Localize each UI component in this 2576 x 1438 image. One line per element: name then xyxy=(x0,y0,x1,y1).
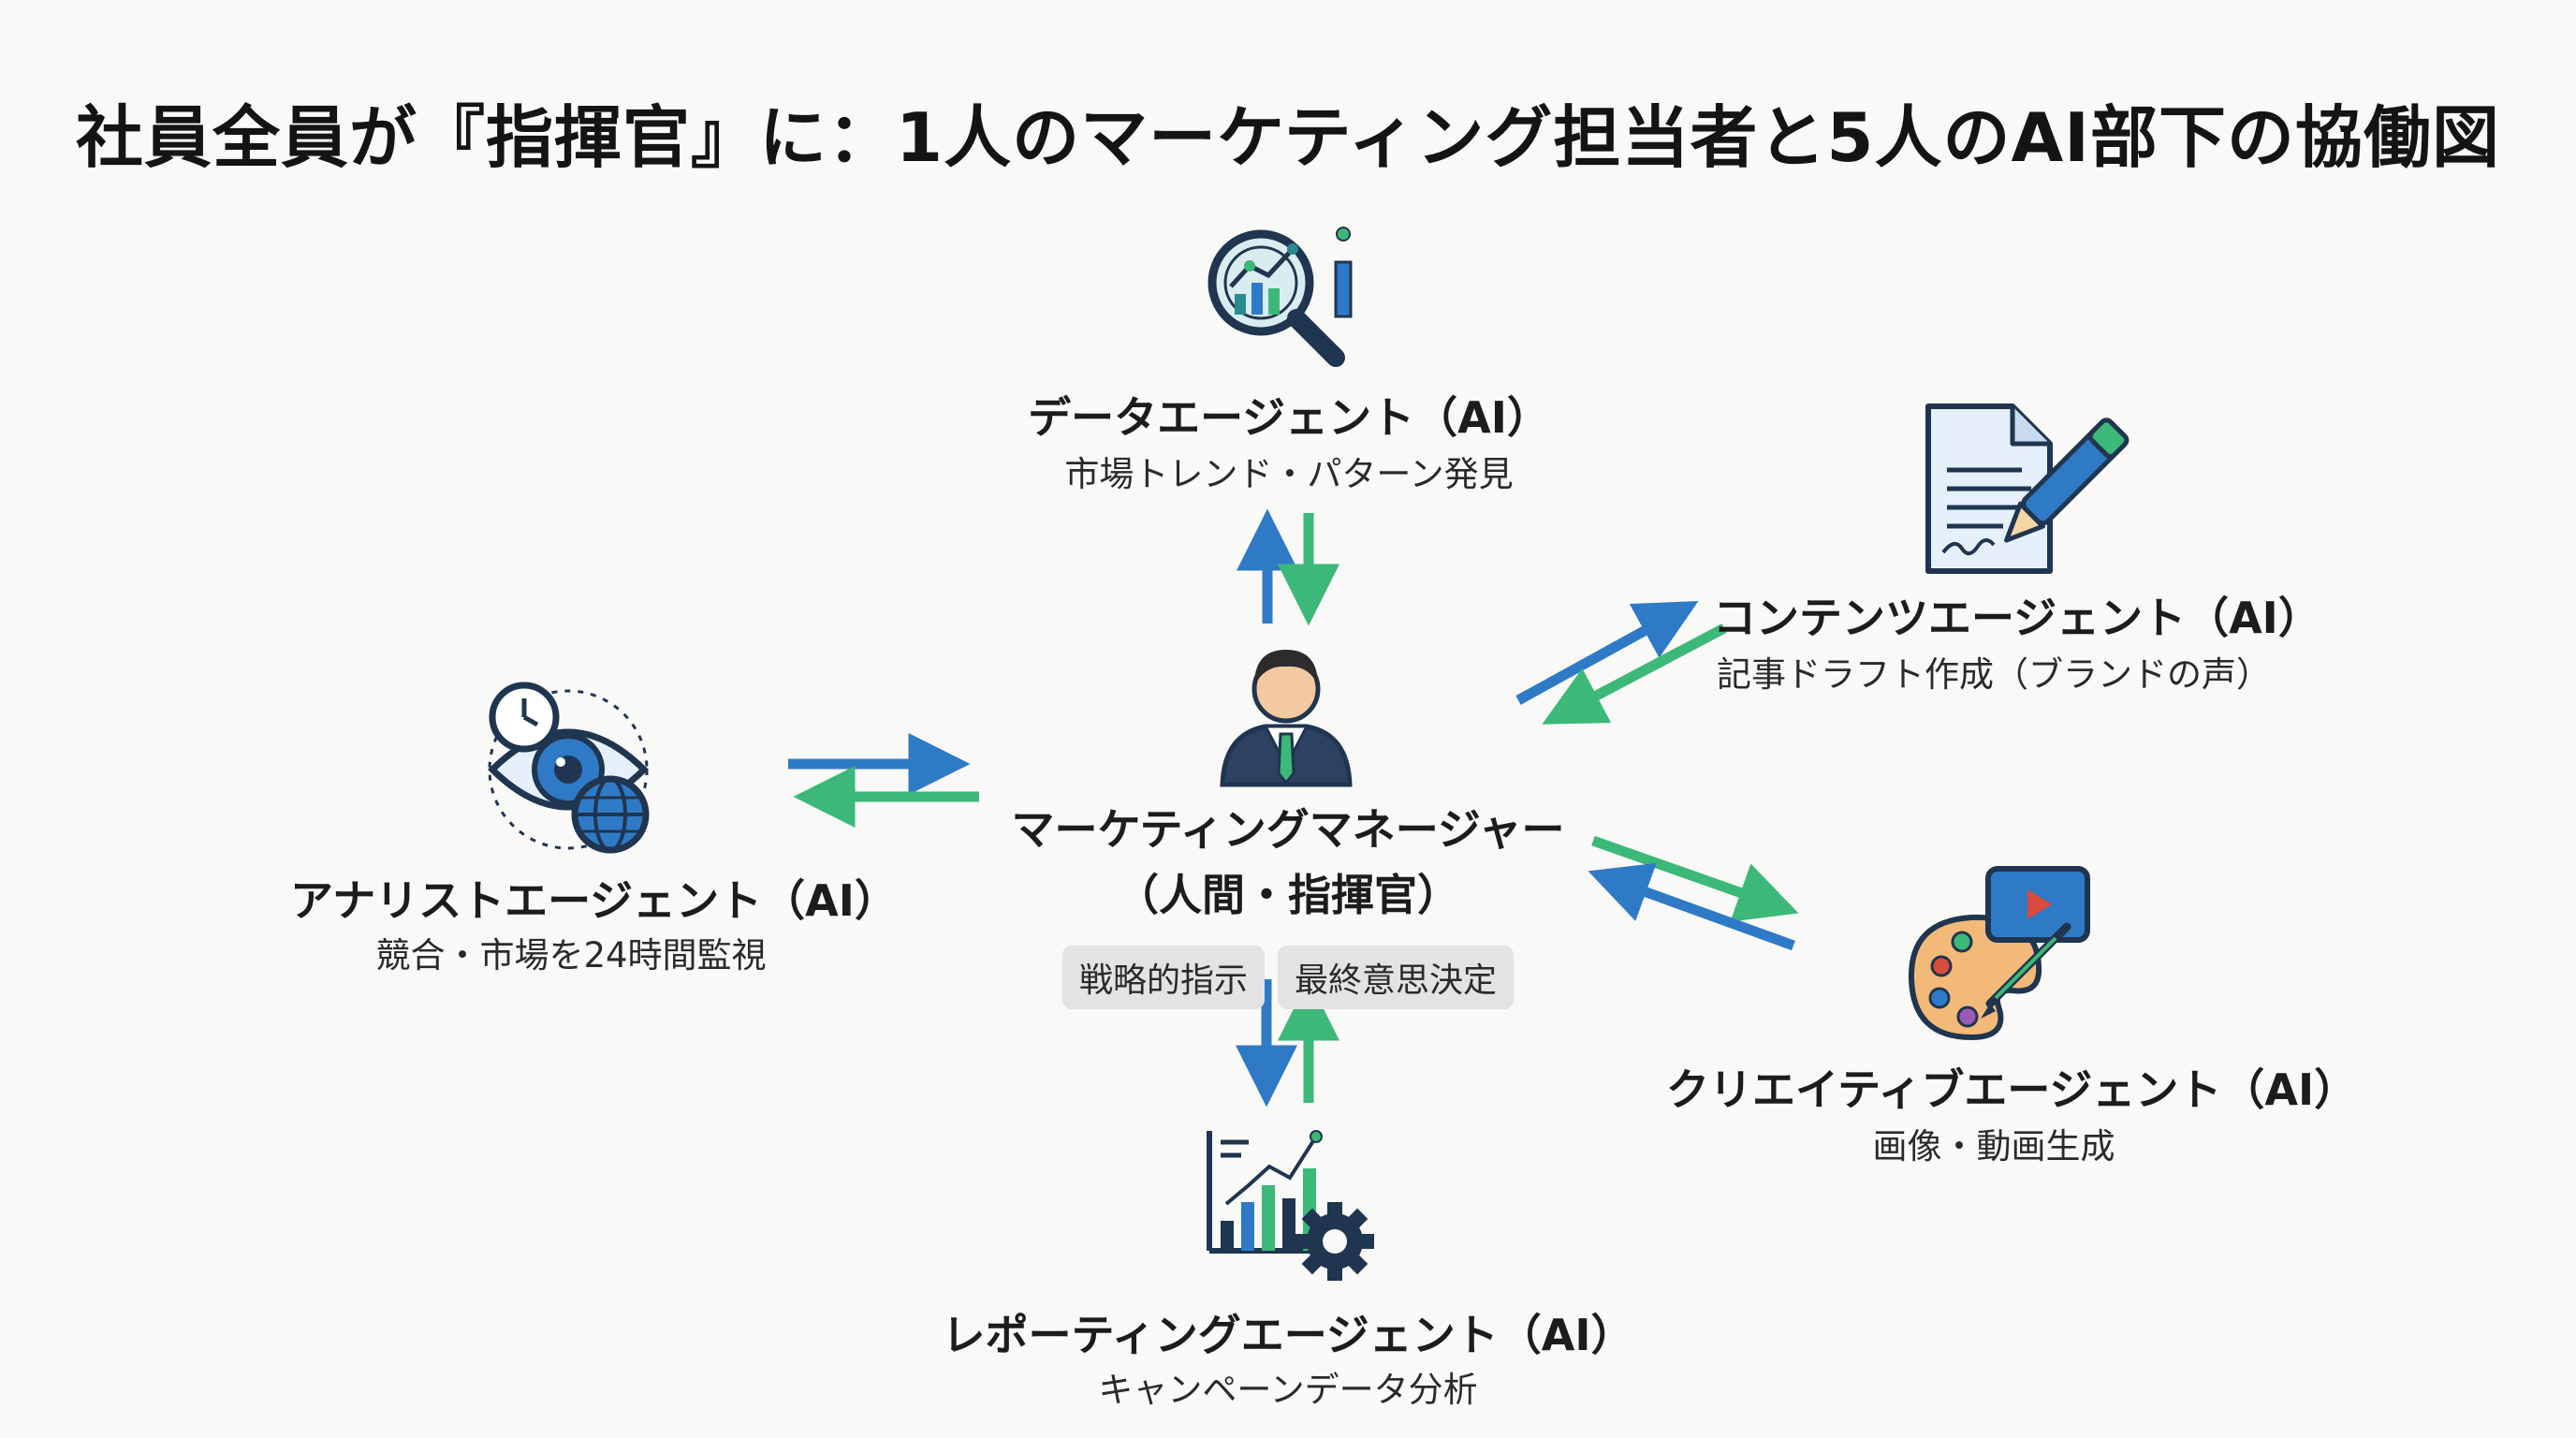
creative-agent-name: クリエイティブエージェント（AI） xyxy=(1666,1064,2358,1115)
data-agent-name: データエージェント（AI） xyxy=(1028,392,1550,443)
content-agent-node xyxy=(1919,397,2130,575)
magnifier-chart-icon xyxy=(1195,227,1383,389)
content-agent-name: コンテンツエージェント（AI） xyxy=(1713,593,2321,643)
analyst-agent-desc: 競合・市場を24時間監視 xyxy=(375,935,767,976)
data-agent-node xyxy=(1195,217,1383,386)
creative-agent-desc: 画像・動画生成 xyxy=(1872,1126,2115,1167)
palette-video-icon xyxy=(1906,866,2093,1045)
content-agent-desc: 記事ドラフト作成（ブランドの声） xyxy=(1717,654,2271,695)
reporting-agent-name: レポーティングエージェント（AI） xyxy=(942,1310,1634,1360)
manager-name-line2: （人間・指揮官） xyxy=(1116,870,1460,920)
manager-person-icon xyxy=(1211,650,1361,790)
arrow-to-creative-agent xyxy=(1591,835,1799,922)
reporting-agent-desc: キャンペーンデータ分析 xyxy=(1098,1370,1478,1410)
report-gear-icon xyxy=(1202,1130,1380,1296)
data-agent-desc: 市場トレンド・パターン発見 xyxy=(1064,454,1514,494)
page-title: 社員全員が『指揮官』に：1人のマーケティング担当者と5人のAI部下の協働図 xyxy=(76,98,2500,177)
arrow-from-creative-agent xyxy=(1588,862,1795,951)
manager-node xyxy=(1211,637,1361,787)
creative-agent-node xyxy=(1906,863,2093,1041)
badge-final-decision: 最終意思決定 xyxy=(1278,946,1515,1009)
analyst-agent-name: アナリストエージェント（AI） xyxy=(290,875,898,926)
arrow-from-content-agent xyxy=(1542,624,1727,725)
manager-label: マーケティングマネージャー （人間・指揮官） 戦略的指示 最終意思決定 xyxy=(820,796,1756,1009)
badge-strategic-direction: 戦略的指示 xyxy=(1061,946,1265,1009)
document-pen-icon xyxy=(1919,404,2130,579)
analyst-agent-node xyxy=(479,676,657,854)
eye-clock-globe-icon xyxy=(479,682,657,858)
manager-name-line1: マーケティングマネージャー xyxy=(1011,804,1565,855)
arrow-to-content-agent xyxy=(1515,601,1699,705)
reporting-agent-node xyxy=(1202,1123,1380,1292)
